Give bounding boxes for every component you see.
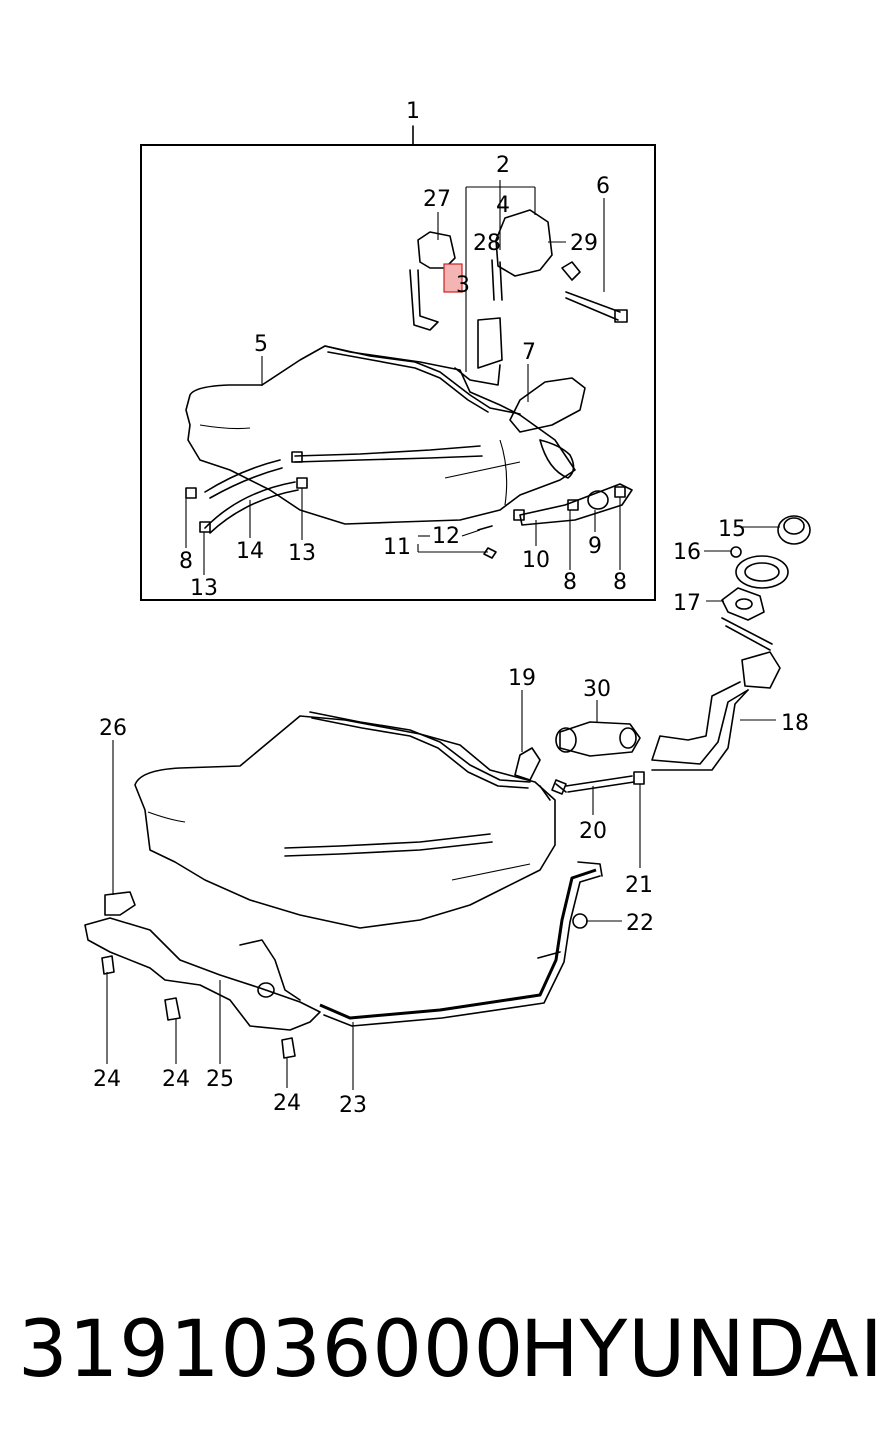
callout-24-a: 24 bbox=[93, 1067, 121, 1092]
callout-15: 15 bbox=[718, 517, 746, 542]
callout-6: 6 bbox=[596, 174, 610, 199]
callout-12: 12 bbox=[432, 524, 460, 549]
callout-8-a: 8 bbox=[179, 549, 193, 574]
callout-13-b: 13 bbox=[190, 576, 218, 601]
callout-9: 9 bbox=[588, 534, 602, 559]
brand-name: HYUNDAI bbox=[520, 1305, 884, 1395]
callout-2: 2 bbox=[496, 153, 510, 178]
fuel-pump-assembly bbox=[409, 180, 628, 386]
callout-30: 30 bbox=[583, 677, 611, 702]
callout-29: 29 bbox=[570, 231, 598, 256]
callout-19: 19 bbox=[508, 666, 536, 691]
callout-21: 21 bbox=[625, 873, 653, 898]
assembly-frame bbox=[140, 144, 656, 601]
parts-diagram: 1 2 27 4 6 28 29 3 5 7 8 14 13 13 12 11 … bbox=[84, 99, 811, 1118]
callout-1: 1 bbox=[406, 99, 420, 124]
callout-25: 25 bbox=[206, 1067, 234, 1092]
callout-11: 11 bbox=[383, 535, 411, 560]
cross-member bbox=[84, 740, 321, 1088]
fuel-tank-lower bbox=[134, 715, 556, 929]
part-number: 3191036000 bbox=[18, 1305, 525, 1395]
fuel-lines-lower bbox=[309, 690, 645, 868]
callout-27: 27 bbox=[423, 187, 451, 212]
callout-8-b: 8 bbox=[563, 570, 577, 595]
filler-neck-assembly bbox=[651, 515, 811, 771]
callout-22: 22 bbox=[626, 911, 654, 936]
fuel-tank-upper bbox=[185, 345, 576, 525]
callout-3: 3 bbox=[456, 273, 470, 298]
callout-23: 23 bbox=[339, 1093, 367, 1118]
callout-10: 10 bbox=[522, 548, 550, 573]
callout-8-c: 8 bbox=[613, 570, 627, 595]
callout-16: 16 bbox=[673, 540, 701, 565]
callout-24-b: 24 bbox=[162, 1067, 190, 1092]
highlight-part-3 bbox=[443, 263, 463, 293]
callouts: 1 2 27 4 6 28 29 3 5 7 8 14 13 13 12 11 … bbox=[93, 99, 809, 1118]
callout-14: 14 bbox=[236, 539, 264, 564]
callout-20: 20 bbox=[579, 819, 607, 844]
callout-5: 5 bbox=[254, 332, 268, 357]
callout-26: 26 bbox=[99, 716, 127, 741]
callout-24-c: 24 bbox=[273, 1091, 301, 1116]
part-30-canister bbox=[555, 700, 641, 757]
filler-connection-upper bbox=[417, 377, 633, 559]
callout-13-a: 13 bbox=[288, 541, 316, 566]
callout-28: 28 bbox=[473, 231, 501, 256]
fuel-lines-upper bbox=[185, 345, 521, 534]
callout-4: 4 bbox=[496, 193, 510, 218]
callout-18: 18 bbox=[781, 711, 809, 736]
callout-17: 17 bbox=[673, 591, 701, 616]
callout-7: 7 bbox=[522, 340, 536, 365]
tank-strap bbox=[319, 861, 622, 1090]
leaders-upper bbox=[185, 198, 621, 575]
